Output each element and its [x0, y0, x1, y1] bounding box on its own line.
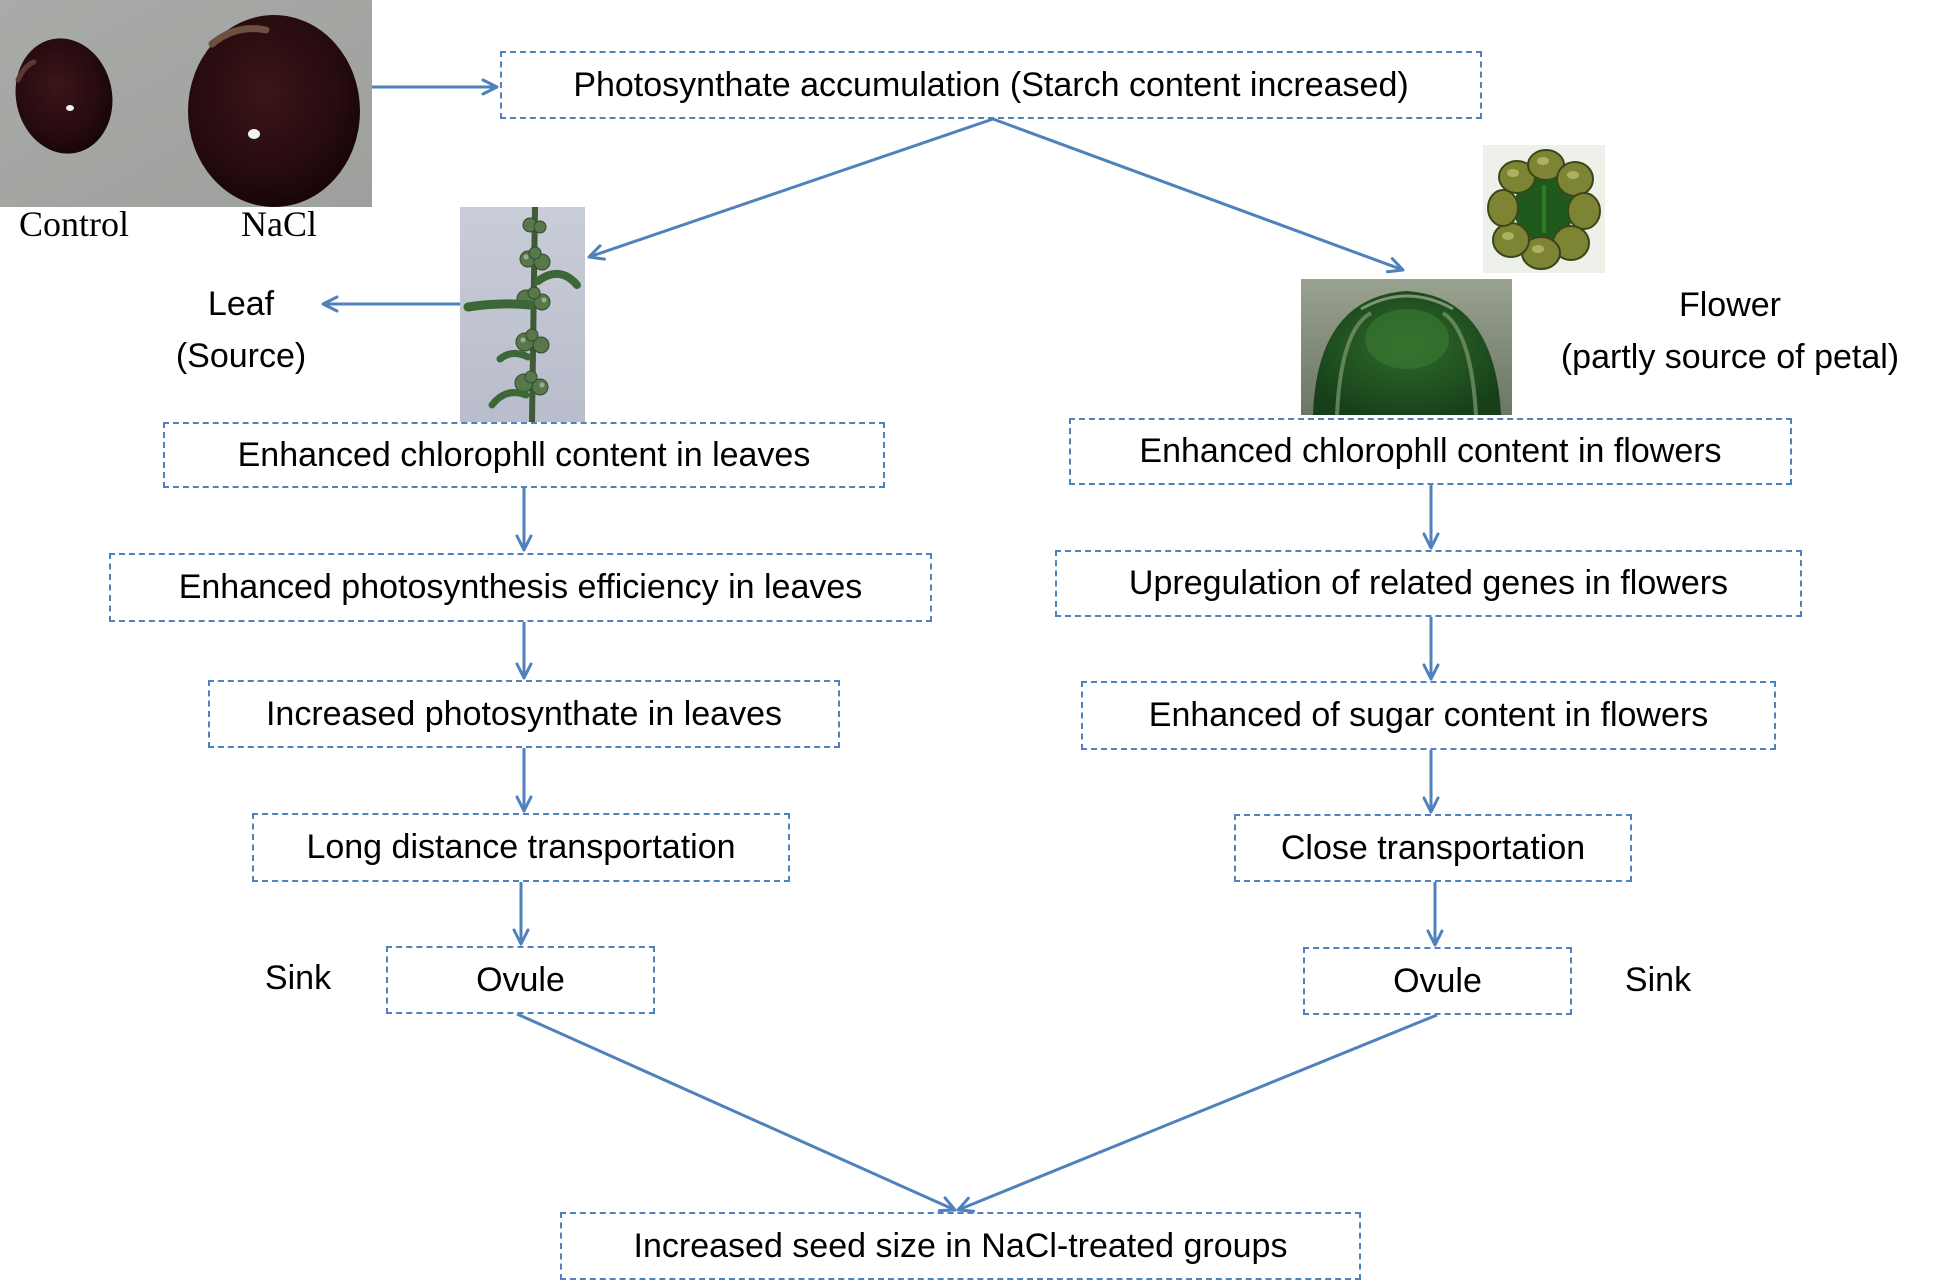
flower-subtitle: (partly source of petal) — [1560, 338, 1900, 376]
flower-source-label: Flower (partly source of petal) — [1520, 279, 1940, 383]
leaf-step-3-label: Increased photosynthate in leaves — [265, 694, 782, 733]
flower-step-2-label: Upregulation of related genes in flowers — [1128, 564, 1729, 602]
control-caption: Control — [19, 204, 130, 244]
leaf-step-1-box: Enhanced chlorophll content in leaves — [163, 422, 885, 488]
flower-ovule-label: Ovule — [1393, 961, 1482, 1000]
flower-step-3-box: Enhanced of sugar content in flowers — [1081, 681, 1776, 750]
flower-side-view-photo — [1301, 279, 1512, 415]
leaf-ovule-label: Ovule — [476, 960, 565, 999]
flower-step-4-box: Close transportation — [1234, 814, 1632, 882]
flower-step-2-box: Upregulation of related genes in flowers — [1055, 550, 1802, 617]
flower-step-4-label: Close transportation — [1280, 828, 1586, 867]
arrow-accumulation-to-leaf — [587, 117, 994, 261]
leaf-step-2-box: Enhanced photosynthesis efficiency in le… — [109, 553, 932, 622]
arrow-leaf-ovule-to-result — [516, 1012, 957, 1213]
result-label: Increased seed size in NaCl-treated grou… — [633, 1226, 1288, 1265]
photosynthate-accumulation-box: Photosynthate accumulation (Starch conte… — [500, 51, 1482, 119]
leaf-subtitle: (Source) — [175, 337, 307, 375]
flower-title: Flower — [1678, 286, 1782, 324]
leaf-ovule-box: Ovule — [386, 946, 655, 1014]
leaf-step-4-label: Long distance transportation — [306, 828, 736, 866]
nacl-caption: NaCl — [241, 204, 317, 244]
flower-sink-label: Sink — [1624, 961, 1692, 999]
leaf-title: Leaf — [207, 285, 275, 323]
leaf-step-4-box: Long distance transportation — [252, 813, 790, 882]
arrow-accumulation-to-flower — [992, 117, 1405, 274]
leaf-step-1-label: Enhanced chlorophll content in leaves — [237, 435, 811, 474]
photosynthate-accumulation-label: Photosynthate accumulation (Starch conte… — [573, 65, 1409, 104]
leaf-sink-label: Sink — [264, 959, 332, 997]
flower-step-1-label: Enhanced chlorophll content in flowers — [1139, 432, 1722, 470]
leaf-source-label: Leaf (Source) — [136, 278, 346, 382]
arrow-flower-ovule-to-result — [956, 1013, 1438, 1213]
flower-step-3-label: Enhanced of sugar content in flowers — [1148, 696, 1709, 734]
leaf-photo — [460, 207, 585, 422]
seed-comparison-photo — [0, 0, 372, 207]
flower-top-view-photo — [1483, 145, 1605, 273]
result-box: Increased seed size in NaCl-treated grou… — [560, 1212, 1361, 1280]
leaf-step-3-box: Increased photosynthate in leaves — [208, 680, 840, 748]
flower-ovule-box: Ovule — [1303, 947, 1572, 1015]
flower-step-1-box: Enhanced chlorophll content in flowers — [1069, 418, 1792, 485]
leaf-step-2-label: Enhanced photosynthesis efficiency in le… — [178, 568, 863, 606]
